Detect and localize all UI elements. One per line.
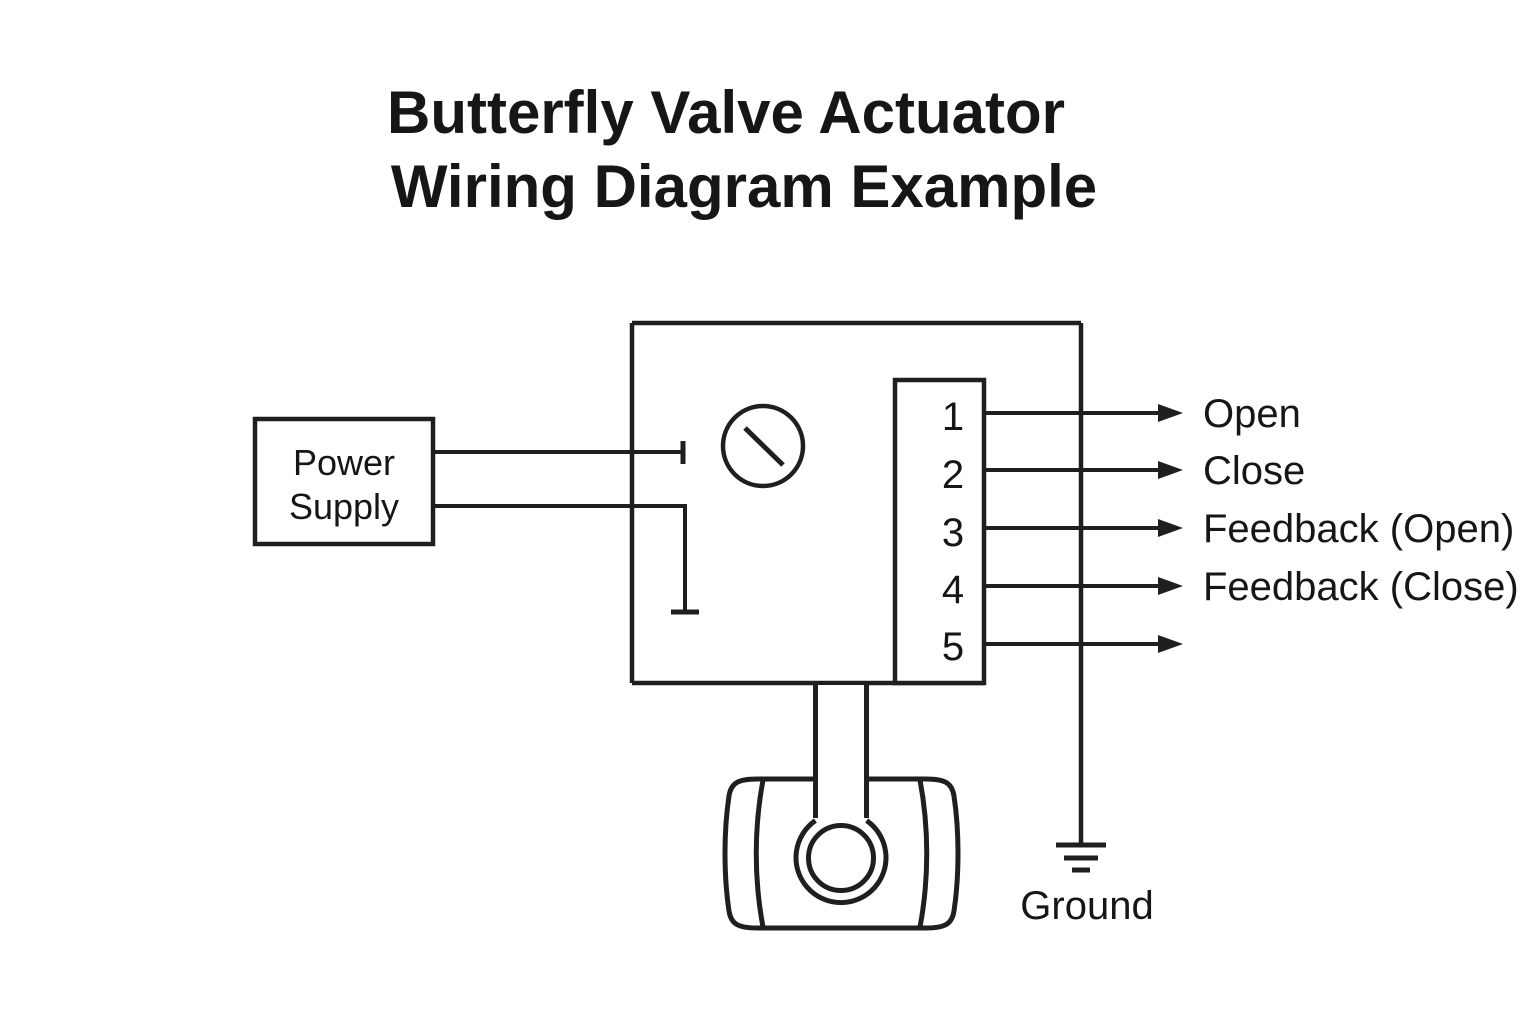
butterfly-valve-symbol-icon [722, 683, 961, 931]
wire-feedback-open-label: Feedback (Open) [1203, 507, 1514, 551]
wire-open-label: Open [1203, 392, 1301, 436]
wire-arrowhead-icon [1158, 461, 1183, 479]
wire-feedback-close-label: Feedback (Close) [1203, 565, 1519, 609]
valve-body [722, 776, 961, 931]
power-supply-wires [433, 441, 699, 615]
valve-hub-inner-ring [806, 823, 876, 893]
wire-arrowhead-icon [1158, 404, 1183, 422]
terminal-2: 2 [942, 453, 964, 497]
power-supply-label-line-1: Power [293, 442, 395, 483]
valve-stem-fill [818, 685, 864, 818]
power-supply-label-line-2: Supply [289, 486, 399, 527]
position-indicator-dial-icon [720, 403, 806, 489]
title-line-1: Butterfly Valve Actuator [387, 79, 1065, 146]
terminal-block-box [892, 377, 987, 686]
wire-close-label: Close [1203, 449, 1305, 493]
terminal-1: 1 [942, 395, 964, 439]
power-supply-box [252, 416, 436, 547]
ground-label: Ground [1020, 884, 1153, 928]
wire-feedback-open: Feedback (Open) [984, 507, 1514, 551]
wire-arrowhead-icon [1158, 635, 1183, 653]
terminal-5: 5 [942, 625, 964, 669]
wire-open: Open [984, 392, 1301, 436]
wire-arrowhead-icon [1158, 577, 1183, 595]
wire-arrowhead-icon [1158, 519, 1183, 537]
dial-needle [743, 426, 785, 467]
wire-close: Close [984, 449, 1305, 493]
title-line-2: Wiring Diagram Example [391, 153, 1097, 220]
diagram-title: Butterfly Valve Actuator Wiring Diagram … [387, 79, 1097, 220]
terminal-4: 4 [942, 568, 964, 612]
terminal-block: 1 2 3 4 5 [892, 377, 987, 686]
signal-wires: Open Close Feedback (Open) Feedback (Clo… [984, 392, 1519, 653]
valve-flange-left [753, 779, 766, 928]
valve-flange-right [917, 779, 930, 928]
earth-ground-symbol-icon: Ground [1020, 842, 1154, 928]
wire-5 [984, 635, 1183, 653]
valve-hub-outer-ring [793, 818, 889, 906]
wire-feedback-close: Feedback (Close) [984, 565, 1519, 609]
terminal-3: 3 [942, 511, 964, 555]
power-wire-bottom [433, 504, 687, 611]
power-supply-block: Power Supply [252, 416, 436, 547]
